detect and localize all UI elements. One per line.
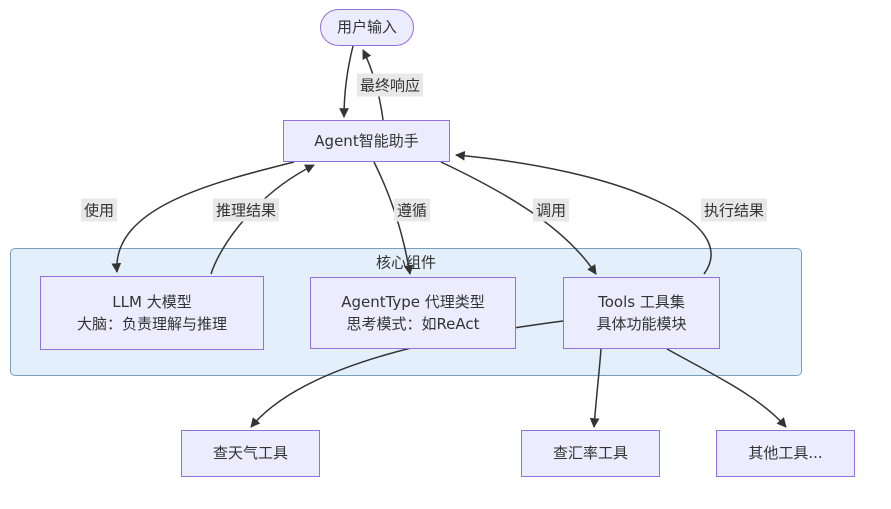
node-user-input-label: 用户输入 bbox=[336, 18, 397, 37]
node-agenttype-line2: 思考模式：如ReAct bbox=[346, 315, 480, 333]
node-other-label: 其他工具... bbox=[748, 444, 823, 463]
edge-label-reasoning-result: 推理结果 bbox=[212, 198, 280, 222]
node-llm-line1: LLM 大模型 bbox=[112, 292, 192, 311]
edge-agent-to-llm bbox=[111, 161, 295, 273]
edge-tools-to-agent bbox=[455, 150, 712, 275]
node-weather-label: 查天气工具 bbox=[212, 444, 288, 463]
node-agenttype-line1: AgentType 代理类型 bbox=[341, 292, 485, 311]
node-exchange-rate-tool: 查汇率工具 bbox=[521, 430, 660, 477]
node-exchange-label: 查汇率工具 bbox=[552, 444, 628, 463]
node-llm-model: LLM 大模型 大脑：负责理解与推理 bbox=[40, 276, 264, 350]
node-tools-line1: Tools 工具集 bbox=[598, 292, 685, 311]
edge-tools-to-exchange bbox=[589, 348, 602, 428]
edge-user-input-to-agent bbox=[339, 45, 354, 118]
edge-tools-to-other bbox=[666, 348, 787, 428]
edge-label-use: 使用 bbox=[80, 198, 118, 222]
edge-label-call: 调用 bbox=[532, 198, 570, 222]
edge-label-execution-result: 执行结果 bbox=[700, 198, 768, 222]
node-agent-assistant: Agent智能助手 bbox=[283, 120, 450, 162]
node-tools-set: Tools 工具集 具体功能模块 bbox=[563, 277, 720, 349]
node-agent-type: AgentType 代理类型 思考模式：如ReAct bbox=[310, 277, 516, 349]
node-llm-line2: 大脑：负责理解与推理 bbox=[76, 315, 227, 333]
edge-agent-to-tools bbox=[440, 161, 597, 275]
node-weather-tool: 查天气工具 bbox=[181, 430, 320, 477]
edge-tools-to-weather bbox=[250, 320, 564, 428]
node-user-input: 用户输入 bbox=[320, 9, 414, 46]
edge-label-follow: 遵循 bbox=[393, 198, 431, 222]
node-agent-label: Agent智能助手 bbox=[314, 131, 419, 150]
cluster-label: 核心组件 bbox=[375, 253, 437, 272]
edge-label-final-response: 最终响应 bbox=[356, 73, 424, 97]
node-other-tools: 其他工具... bbox=[716, 430, 855, 477]
node-tools-line2: 具体功能模块 bbox=[596, 315, 687, 333]
